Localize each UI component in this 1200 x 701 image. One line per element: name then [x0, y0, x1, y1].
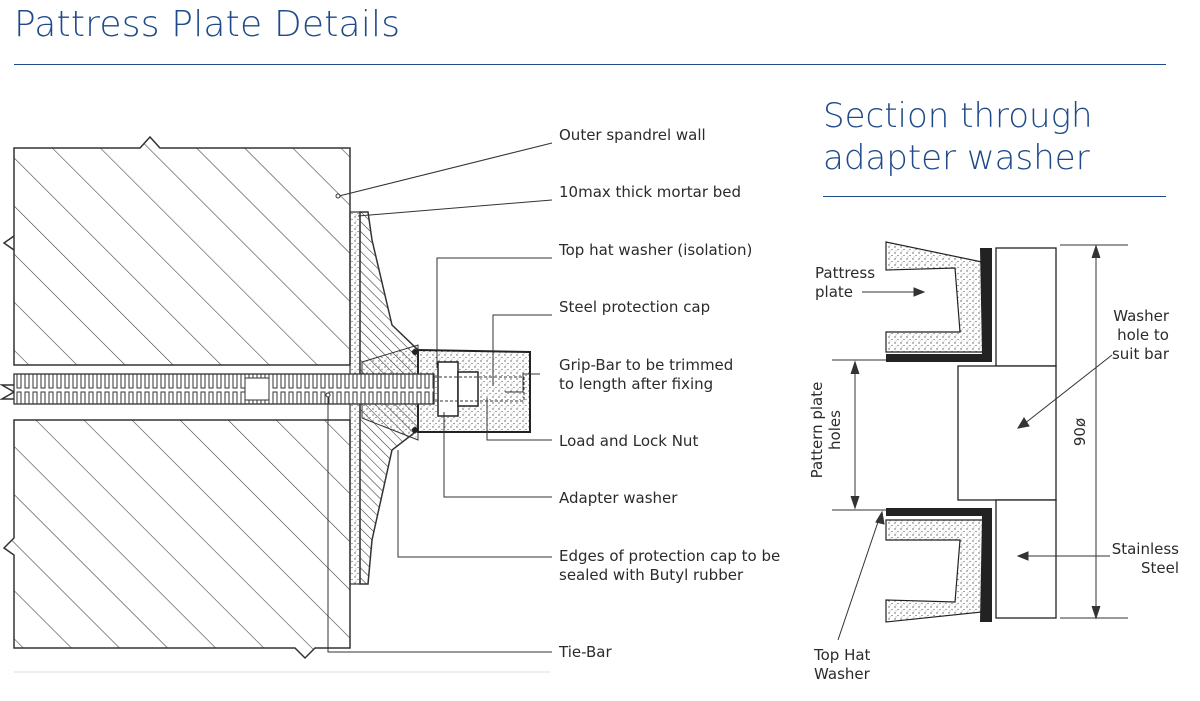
dimension-lines [832, 244, 1128, 620]
label-pattern-plate-holes: Pattern plate holes [808, 382, 844, 479]
label-outer-spandrel-wall: Outer spandrel wall [559, 126, 706, 144]
label-washer-hole-line2: hole to [1117, 326, 1169, 344]
label-washer-hole-line3: suit bar [1111, 345, 1169, 363]
label-dimension-90: 90ø [1071, 417, 1089, 447]
label-grip-bar: Grip-Bar to be trimmed to length after f… [559, 356, 733, 394]
label-pattern-plate-holes-line1: Pattern plate [808, 381, 826, 479]
adapter-washer [437, 361, 479, 417]
label-stainless-steel-line2: Steel [1140, 559, 1179, 577]
section-title-line2: adapter washer [823, 138, 1090, 178]
label-washer-hole-line1: Washer [1113, 307, 1169, 325]
outer-spandrel-wall-lower [2, 419, 351, 660]
label-protection-cap-edges-line1: Edges of protection cap to be [559, 547, 781, 565]
tie-bar [0, 373, 525, 405]
label-pattress-plate-line1: Pattress [815, 264, 876, 282]
label-adapter-washer: Adapter washer [559, 489, 678, 507]
label-stainless-steel-line1: Stainless [1111, 540, 1179, 558]
section-title-line1: Section through [823, 96, 1093, 136]
label-pattern-plate-holes-line2: holes [826, 410, 844, 450]
seal-point-top [412, 349, 418, 355]
page-title: Pattress Plate Details [14, 4, 401, 45]
label-protection-cap-edges: Edges of protection cap to be sealed wit… [559, 547, 780, 585]
pattress-plate-upper-section [885, 241, 992, 362]
section-divider [823, 196, 1166, 197]
label-steel-protection-cap: Steel protection cap [559, 298, 711, 316]
label-load-lock-nut: Load and Lock Nut [559, 432, 699, 450]
section-title: Section through adapter washer [823, 95, 1163, 179]
label-top-hat-washer: Top hat washer (isolation) [559, 241, 753, 259]
seal-point-bottom [412, 427, 418, 433]
label-grip-bar-line1: Grip-Bar to be trimmed [559, 356, 734, 374]
label-stainless-steel: Stainless Steel [1100, 540, 1179, 578]
title-divider [14, 64, 1166, 65]
pattress-plate-lower-section [885, 508, 992, 623]
leader-lines-left [325, 142, 553, 653]
label-top-hat-washer-section: Top Hat Washer [814, 646, 870, 684]
label-grip-bar-line2: to length after fixing [559, 375, 714, 393]
label-top-hat-washer-section-line2: Washer [814, 665, 870, 683]
arrows-right [837, 287, 1113, 641]
label-top-hat-washer-section-line1: Top Hat [814, 646, 871, 664]
label-mortar-bed: 10max thick mortar bed [559, 183, 742, 201]
label-pattress-plate: Pattress plate [815, 264, 875, 302]
outer-spandrel-wall-upper [2, 135, 351, 366]
label-tie-bar: Tie-Bar [559, 643, 612, 661]
label-protection-cap-edges-line2: sealed with Butyl rubber [559, 566, 744, 584]
label-pattress-plate-line2: plate [815, 283, 853, 301]
label-washer-hole: Washer hole to suit bar [1100, 307, 1169, 364]
